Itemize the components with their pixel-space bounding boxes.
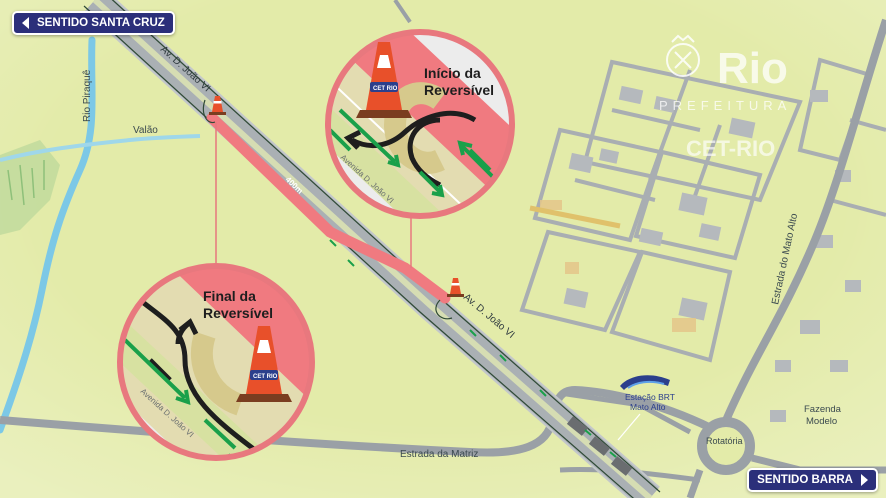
yellow-road	[529, 205, 621, 229]
river-piraque	[0, 36, 96, 434]
sentido-barra-badge: SENTIDO BARRA	[747, 468, 878, 492]
inicio-green-arrows	[328, 108, 500, 198]
inicio-cone-badge: CET RIO	[373, 86, 398, 92]
inicio-title-line1: Início da	[424, 65, 481, 81]
cet-rio-logo: CET-RIO	[686, 136, 775, 161]
road-top	[393, 0, 412, 24]
chevron-right-icon	[861, 474, 868, 486]
traffic-cone-icon: CET RIO	[356, 42, 412, 118]
final-black-arrow	[138, 298, 257, 452]
valao-channel	[0, 134, 201, 162]
rio-logo: Rio PREFEITURA CET-RIO	[659, 34, 791, 161]
fazenda-label-line1: Fazenda	[804, 404, 842, 415]
sentido-santa-cruz-label: SENTIDO SANTA CRUZ	[37, 17, 165, 29]
sentido-barra-label: SENTIDO BARRA	[757, 474, 853, 486]
rio-logo-name: Rio	[717, 44, 788, 93]
inicio-black-arrow	[350, 110, 477, 149]
avenida-d-joao-vi	[83, 0, 661, 498]
road-brt-connector	[559, 390, 692, 435]
final-title-line1: Final da	[203, 288, 256, 304]
inicio-title-line2: Reversível	[424, 82, 494, 98]
estrada-da-matriz-label: Estrada da Matriz	[400, 449, 478, 460]
roundabout	[697, 417, 755, 475]
traffic-cone-icon	[447, 278, 464, 297]
brt-station-label-line1: Estação BRT	[625, 392, 675, 402]
fazenda-label-line2: Modelo	[806, 416, 837, 427]
rotatoria-label: Rotatória	[706, 436, 743, 446]
brt-station-icon	[620, 375, 670, 390]
road-estrada-do-mato-alto	[718, 18, 886, 432]
rio-logo-subtitle: PREFEITURA	[659, 98, 791, 113]
rio-logo-icon	[666, 34, 700, 77]
final-cone-badge: CET RIO	[253, 374, 278, 380]
sentido-santa-cruz-badge: SENTIDO SANTA CRUZ	[12, 11, 175, 35]
traffic-cone-icon: CET RIO	[236, 326, 292, 402]
reversible-lane	[206, 112, 451, 304]
rio-piraque-label: Rio Piraquê	[82, 69, 93, 122]
inset-final-reversivel: CET RIO Final da Reversível Avenida D. J…	[117, 263, 315, 461]
final-green-arrows	[123, 338, 260, 458]
brt-pointer	[617, 413, 641, 441]
brt-station-label-line2: Mato Alto	[630, 402, 666, 412]
valao-label: Valão	[133, 125, 158, 136]
ramp-stubs	[202, 99, 453, 320]
chevron-left-icon	[22, 17, 29, 29]
lane-arrows	[329, 239, 617, 458]
yellow-lots	[540, 200, 696, 332]
traffic-cone-icon	[209, 96, 226, 115]
final-title-line2: Reversível	[203, 305, 273, 321]
wetland-area	[0, 140, 60, 235]
